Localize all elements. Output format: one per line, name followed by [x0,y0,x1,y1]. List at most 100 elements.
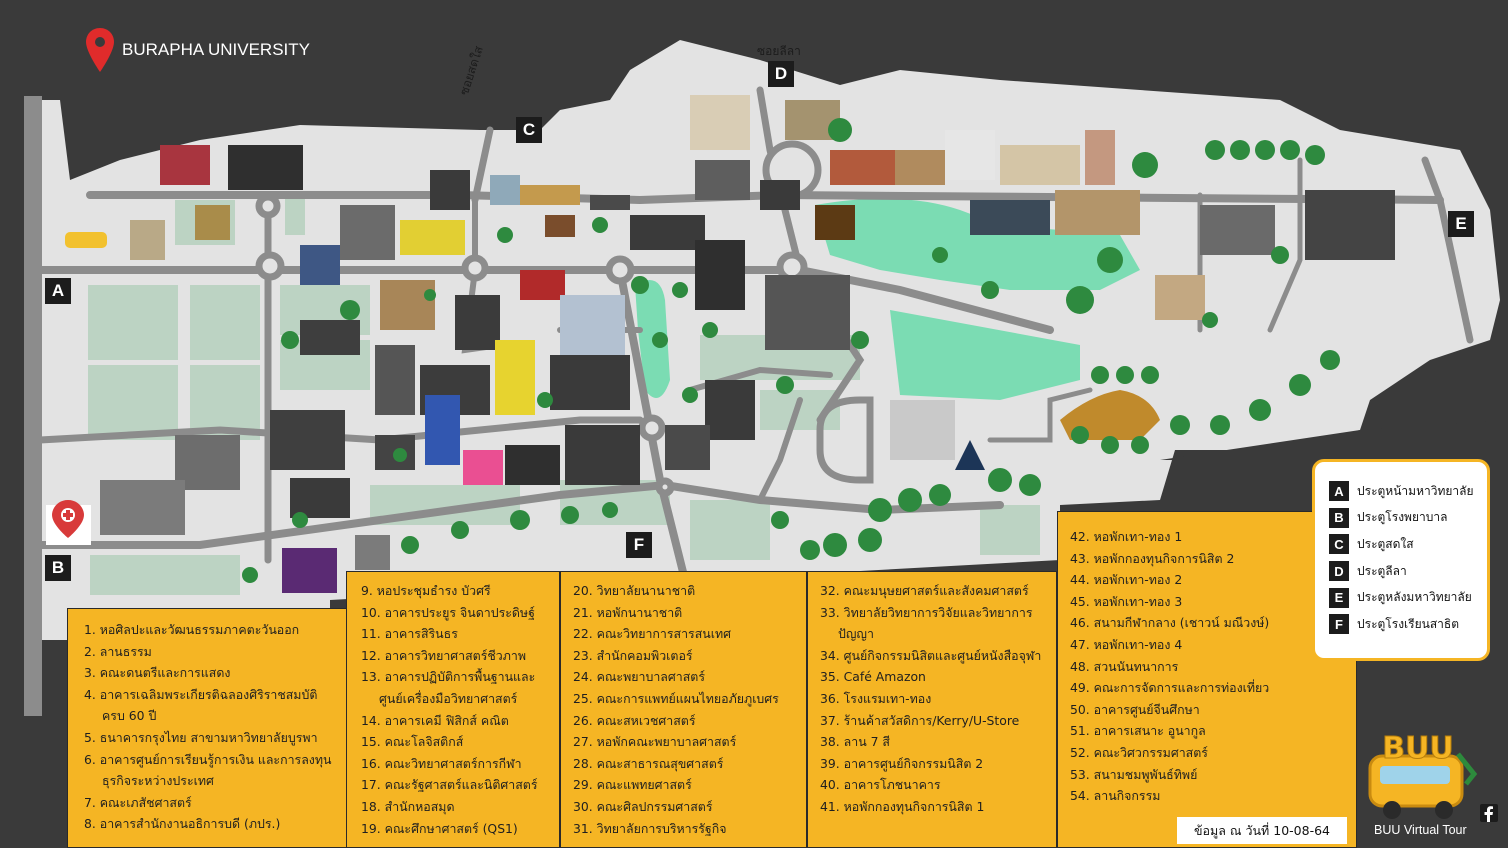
place-list-item: 26. คณะสหเวชศาสตร์ [573,712,696,728]
place-list-item: 54. ลานกิจกรรม [1070,788,1161,804]
place-list-item: 19. คณะศึกษาศาสตร์ (QS1) [361,820,518,836]
place-list-item: 2. ลานธรรม [84,643,152,659]
legend-gate-badge: E [1329,587,1349,608]
place-list-item: 24. คณะพยาบาลศาสตร์ [573,669,705,685]
place-list-item: 3. คณะดนตรีและการแสดง [84,665,231,681]
gate-marker-b[interactable]: B [45,555,71,581]
place-list-item: 13. อาคารปฏิบัติการพื้นฐานและศูนย์เครื่อ… [361,669,536,706]
gate-marker-c[interactable]: C [516,117,542,143]
place-list-item: 9. หอประชุมธำรง บัวศรี [361,583,491,598]
places-list-3: 20. วิทยาลัยนานาชาติ 21. หอพักนานาชาติ 22.… [573,580,800,839]
legend-row-gate-e: E ประตูหลังมหาวิทยาลัย [1329,584,1477,611]
data-date-note: ข้อมูล ณ วันที่ 10-08-64 [1177,817,1347,844]
place-list-item: 8. อาคารสำนักงานอธิการบดี (ภปร.) [84,816,281,832]
map-title-text: BURAPHA UNIVERSITY [122,40,310,59]
legend-gate-label: ประตูหน้ามหาวิทยาลัย [1357,483,1474,498]
place-list-item: 33. วิทยาลัยวิทยาการวิจัยและวิทยาการปัญญ… [820,604,1033,642]
legend-gate-badge: D [1329,561,1349,582]
place-list-item: 31. วิทยาลัยการบริหารรัฐกิจ [573,820,727,836]
place-list-item: 40. อาคารโภชนาคาร [820,777,941,793]
place-list-item: 23. สำนักคอมพิวเตอร์ [573,647,693,663]
place-list-item: 20. วิทยาลัยนานาชาติ [573,583,696,598]
place-list-item: 17. คณะรัฐศาสตร์และนิติศาสตร์ [361,777,538,793]
places-list-2: 9. หอประชุมธำรง บัวศรี 10. อาคารประยูร จิ… [361,580,553,839]
place-list-item: 25. คณะการแพทย์แผนไทยอภัยภูเบศร [573,690,779,706]
pond-big [815,198,1140,290]
gate-marker-a[interactable]: A [45,278,71,304]
legend-row-gate-b: B ประตูโรงพยาบาล [1329,505,1477,532]
place-list-item: 44. หอพักเทา-ทอง 2 [1070,572,1183,588]
place-list-item: 29. คณะแพทยศาสตร์ [573,777,692,793]
place-list-item: 6. อาคารศูนย์การเรียนรู้การเงิน และการลง… [84,751,332,789]
place-list-item: 52. คณะวิศวกรรมศาสตร์ [1070,744,1208,760]
place-list-item: 47. หอพักเทา-ทอง 4 [1070,636,1183,652]
place-list-item: 42. หอพักเทา-ทอง 1 [1070,529,1183,544]
map-title: BURAPHA UNIVERSITY [86,28,310,72]
place-list-item: 22. คณะวิทยาการสารสนเทศ [573,626,732,642]
place-list-item: 51. อาคารเสนาะ อูนากูล [1070,723,1206,739]
places-list-5: 42. หอพักเทา-ทอง 1 43. หอพักกองทุนกิจการน… [1070,526,1350,807]
legend-gate-label: ประตูหลังมหาวิทยาลัย [1357,590,1472,605]
place-list-item: 12. อาคารวิทยาศาสตร์ชีวภาพ [361,647,527,663]
mound [1060,390,1160,440]
green-zones [88,195,1040,595]
legend-row-gate-f: F ประตูโรงเรียนสาธิต [1329,611,1477,638]
place-list-item: 34. ศูนย์กิจกรรมนิสิตและศูนย์หนังสือจุฬา [820,647,1042,663]
legend-gate-badge: B [1329,507,1349,528]
place-list-item: 16. คณะวิทยาศาสตร์การกีฬา [361,755,522,771]
buu-virtual-tour-caption: BUU Virtual Tour [1374,823,1467,837]
west-road [24,96,42,716]
street-label-d: ซอยลีลา [757,44,801,58]
pond-east [890,310,1080,400]
place-list-item: 10. อาคารประยูร จินดาประดิษฐ์ [361,604,535,620]
place-list-item: 5. ธนาคารกรุงไทย สาขามหาวิทยาลัยบูรพา [84,729,318,745]
place-list-item: 53. สนามชมพูพันธ์ทิพย์ [1070,766,1198,782]
legend-gate-label: ประตูโรงเรียนสาธิต [1357,616,1460,631]
places-panel-4: 32. คณะมนุษยศาสตร์และสังคมศาสตร์ 33. วิทย… [807,571,1057,848]
buildings [100,95,1395,593]
place-list-item: 15. คณะโลจิสติกส์ [361,734,464,750]
facebook-icon[interactable] [1480,804,1498,822]
places-panel-3: 20. วิทยาลัยนานาชาติ 21. หอพักนานาชาติ 22.… [560,571,807,848]
yellow-bus [65,232,107,248]
place-list-item: 32. คณะมนุษยศาสตร์และสังคมศาสตร์ [820,583,1029,598]
trees [242,118,1340,583]
place-list-item: 46. สนามกีฬากลาง (เชาวน์ มณีวงษ์) [1070,615,1270,631]
place-list-item: 49. คณะการจัดการและการท่องเที่ยว [1070,680,1270,696]
place-list-item: 18. สำนักหอสมุด [361,798,455,814]
places-list-4: 32. คณะมนุษยศาสตร์และสังคมศาสตร์ 33. วิทย… [820,580,1050,818]
gate-marker-f[interactable]: F [626,532,652,558]
place-list-item: 28. คณะสาธารณสุขศาสตร์ [573,755,724,771]
gate-marker-d[interactable]: D [768,61,794,87]
places-panel-1: 1. หอศิลปะและวัฒนธรรมภาคตะวันออก 2. ลานธร… [67,608,347,848]
legend-gate-badge: F [1329,614,1349,635]
place-list-item: 11. อาคารสิรินธร [361,626,458,642]
place-list-item: 35. Café Amazon [820,669,926,685]
stadium-track [816,396,874,484]
place-list-item: 4. อาคารเฉลิมพระเกียรติฉลองศิริราชสมบัติ… [84,686,318,724]
places-list-1: 1. หอศิลปะและวัฒนธรรมภาคตะวันออก 2. ลานธร… [84,619,338,835]
places-panel-2: 9. หอประชุมธำรง บัวศรี 10. อาคารประยูร จิ… [346,571,560,848]
place-list-item: 27. หอพักคณะพยาบาลศาสตร์ [573,734,737,750]
buu-virtual-tour-logo[interactable]: BUU [1362,724,1482,848]
legend-row-gate-a: A ประตูหน้ามหาวิทยาลัย [1329,478,1477,505]
place-list-item: 14. อาคารเคมี ฟิสิกส์ คณิต [361,712,509,728]
place-list-item: 21. หอพักนานาชาติ [573,604,683,620]
place-list-item: 1. หอศิลปะและวัฒนธรรมภาคตะวันออก [84,622,300,637]
legend-gate-badge: C [1329,534,1349,555]
place-list-item: 7. คณะเภสัชศาสตร์ [84,794,192,810]
places-panel-5: 42. หอพักเทา-ทอง 1 43. หอพักกองทุนกิจการน… [1057,511,1357,848]
legend-gate-label: ประตูโรงพยาบาล [1357,510,1448,525]
gate-marker-e[interactable]: E [1448,211,1474,237]
legend-gate-badge: A [1329,481,1349,502]
hospital-pin-icon [52,500,84,538]
place-list-item: 48. สวนนันทนาการ [1070,658,1179,674]
place-list-item: 39. อาคารศูนย์กิจกรรมนิสิต 2 [820,755,984,771]
place-list-item: 45. หอพักเทา-ทอง 3 [1070,593,1183,609]
place-list-item: 43. หอพักกองทุนกิจการนิสิต 2 [1070,550,1235,566]
place-list-item: 37. ร้านค้าสวัสดิการ/Kerry/U-Store [820,712,1020,728]
map-pin-icon [86,28,114,72]
